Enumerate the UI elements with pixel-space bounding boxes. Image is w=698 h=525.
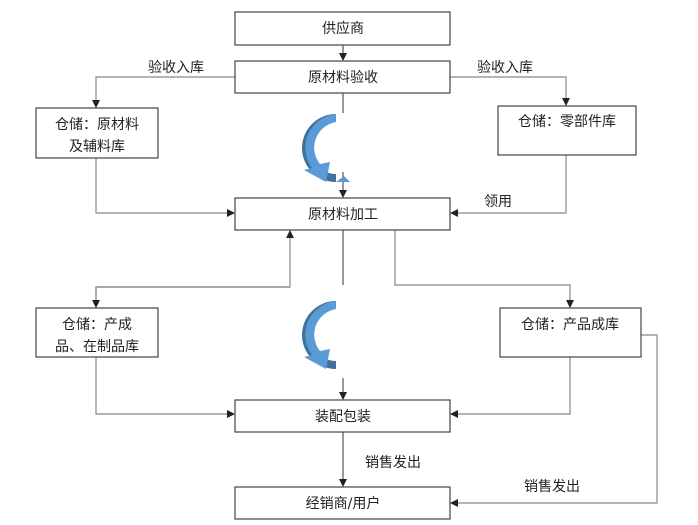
arrow-parts-to-processing — [450, 155, 567, 217]
arrow-wip-to-processing — [95, 230, 294, 307]
node-label: 原材料加工 — [308, 207, 378, 223]
node-inspection: 原材料验收 — [234, 60, 451, 94]
node-label: 仓储：原材料 — [55, 117, 139, 133]
node-finished-storage: 仓储：产品成库 — [499, 307, 642, 358]
connectors — [92, 45, 658, 507]
node-raw-storage: 仓储：原材料 及辅料库 — [35, 107, 159, 159]
arrow-finished-to-assembly — [450, 357, 571, 418]
node-processing: 原材料加工 — [234, 197, 451, 231]
edge-label-sales-right: 销售发出 — [524, 479, 580, 495]
cycle-icon-top — [302, 114, 350, 182]
node-label: 仓储：产成 — [62, 317, 132, 333]
node-label: 品、在制品库 — [55, 339, 139, 355]
arrow-processing-to-wip — [92, 286, 290, 308]
node-parts-storage: 仓储：零部件库 — [497, 105, 637, 156]
arrow-processing-to-finished — [394, 230, 574, 308]
arrow-inspection-to-raw-storage — [92, 76, 235, 108]
arrow-raw-storage-to-processing — [95, 158, 235, 217]
node-wip-storage: 仓储：产成 品、在制品库 — [35, 307, 159, 358]
edge-label-inbound-left: 验收入库 — [148, 60, 204, 76]
edge-label-requisition: 领用 — [484, 194, 512, 210]
node-label: 原材料验收 — [308, 70, 378, 86]
edge-label-inbound-right: 验收入库 — [477, 60, 533, 76]
node-label: 经销商/用户 — [306, 495, 381, 512]
arrow-wip-to-assembly — [95, 357, 235, 418]
edge-label-sales-center: 销售发出 — [365, 455, 421, 471]
node-supplier: 供应商 — [234, 11, 451, 46]
node-customer: 经销商/用户 — [234, 486, 451, 520]
node-label: 仓储：产品成库 — [521, 317, 619, 333]
arrow-inspection-to-parts-storage — [450, 76, 570, 106]
cycle-icon-bottom — [302, 301, 336, 369]
node-label: 及辅料库 — [69, 139, 125, 155]
arrow-finished-to-customer — [450, 334, 658, 507]
node-label: 供应商 — [322, 20, 364, 37]
node-assembly: 装配包装 — [234, 399, 451, 433]
node-label: 装配包装 — [315, 409, 371, 425]
node-label: 仓储：零部件库 — [518, 114, 616, 130]
